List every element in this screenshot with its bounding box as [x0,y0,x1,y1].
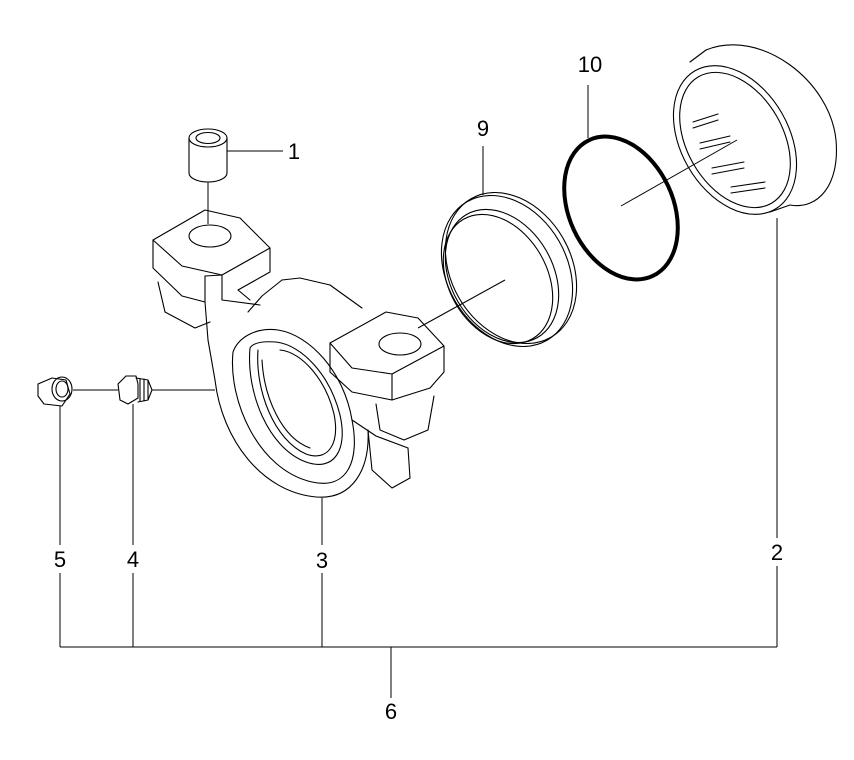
callout-9: 9 [477,116,489,141]
part-1-bushing [188,128,283,224]
callout-5: 5 [54,547,66,572]
assembly-leader-lines [59,566,778,698]
part-9-seal-ring [440,146,578,348]
callout-10: 10 [578,52,602,77]
part-2-needle-bearing [672,44,838,538]
callout-4: 4 [127,547,139,572]
callout-3: 3 [316,548,328,573]
part-4-fitting [117,375,153,545]
part-10-o-ring [562,85,738,282]
callout-6: 6 [385,699,397,724]
part-3-bracket-housing [152,209,506,545]
callout-2: 2 [771,540,783,565]
callout-1: 1 [288,139,300,164]
part-5-cap [37,376,118,545]
